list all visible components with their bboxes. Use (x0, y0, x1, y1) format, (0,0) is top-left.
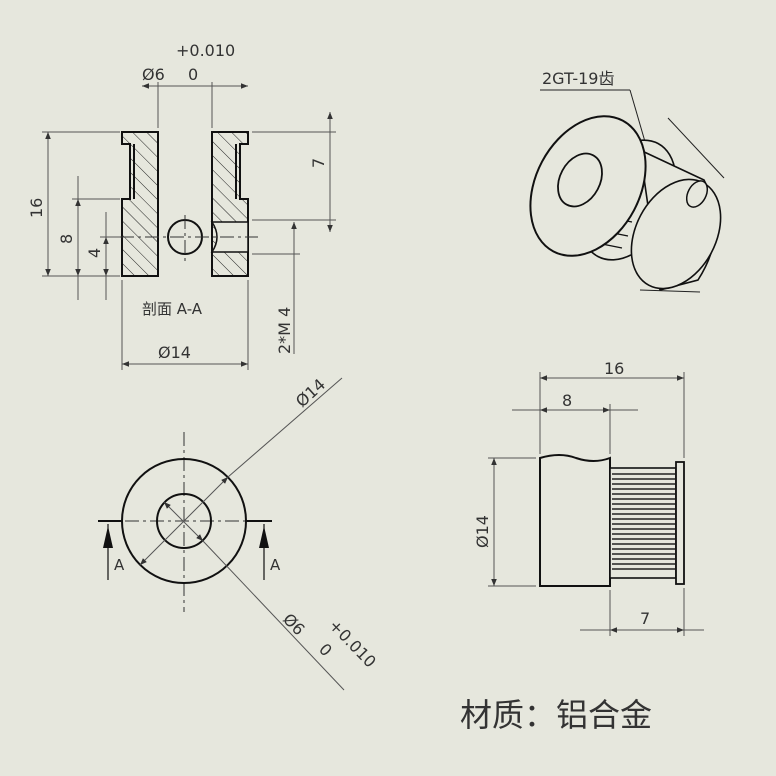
height-8-text: 8 (57, 234, 76, 244)
height-4-text: 4 (85, 248, 104, 258)
side-hub (539, 454, 611, 587)
isometric-view: 2GT-19齿 (529, 69, 725, 293)
section-arrow-right (259, 526, 269, 548)
side-tooth-width-7: 7 (640, 609, 650, 628)
front-bore-tol-lower: 0 (315, 640, 336, 661)
material-note: 材质：铝合金 (460, 696, 652, 734)
section-mark-left: A (114, 556, 125, 574)
side-flange (675, 461, 685, 585)
tooth-label: 2GT-19齿 (542, 69, 614, 88)
bore-dim-text: Ø6 (142, 65, 165, 84)
front-bore-dim: Ø6 (279, 610, 308, 640)
section-mark-right: A (270, 556, 281, 574)
section-caption: 剖面 A-A (142, 300, 203, 318)
front-bore (557, 152, 603, 208)
front-view: Ø14 Ø6 0 +0.010 A A (98, 375, 380, 691)
diameter-14-text: Ø14 (158, 343, 191, 362)
side-length-8: 8 (562, 391, 572, 410)
side-diameter-14: Ø14 (473, 515, 492, 548)
hub-screw-hole (685, 180, 709, 208)
bore-tol-upper: +0.010 (176, 41, 235, 60)
bore-tol-lower: 0 (188, 65, 198, 84)
section-right-wall (211, 131, 249, 277)
side-teeth (612, 473, 675, 570)
height-16-text: 16 (27, 198, 46, 218)
thread-label-text: 2*M 4 (275, 307, 294, 354)
section-arrow-left (103, 526, 113, 548)
section-view: Ø6 0 +0.010 16 8 4 7 2*M 4 剖面 A-A Ø14 (27, 41, 336, 370)
section-left-wall (121, 131, 159, 277)
height-7-text: 7 (309, 158, 328, 168)
front-diameter-14: Ø14 (292, 375, 329, 411)
side-length-16: 16 (604, 359, 624, 378)
side-view: 16 8 Ø14 7 (473, 359, 704, 636)
